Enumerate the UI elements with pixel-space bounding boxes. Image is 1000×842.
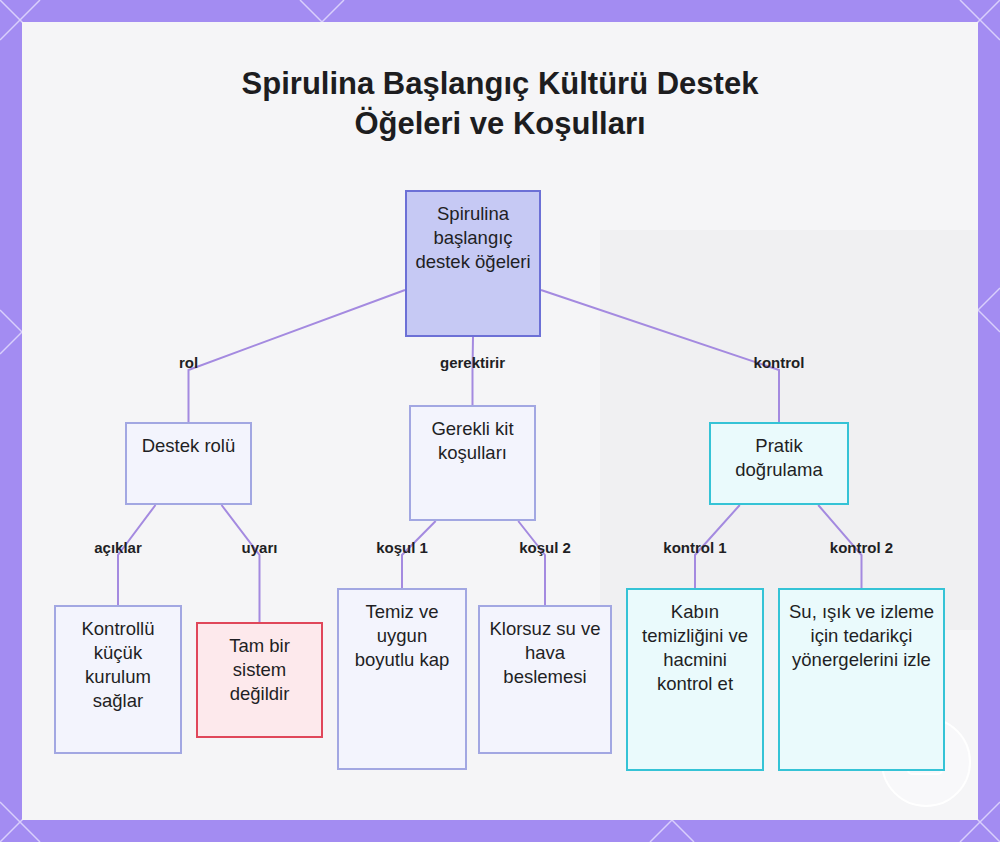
edge-label: kontrol 1 bbox=[661, 539, 728, 557]
edge-label: kontrol bbox=[752, 354, 807, 372]
node-text: Kabın temizliğini ve hacmini kontrol et bbox=[634, 600, 756, 696]
node-text: Destek rolü bbox=[142, 434, 236, 458]
connector-line bbox=[518, 521, 545, 605]
node-text: Kontrollü küçük kurulum sağlar bbox=[62, 617, 174, 713]
check-box: Kabın temizliğini ve hacmini kontrol et bbox=[626, 588, 764, 771]
background-shape bbox=[600, 230, 978, 630]
edge-label: koşul 1 bbox=[374, 539, 430, 557]
category-box: Gerekli kit koşulları bbox=[409, 405, 536, 521]
edge-label: gerektirir bbox=[438, 354, 507, 372]
node-text: Klorsuz su ve hava beslemesi bbox=[486, 617, 604, 689]
node-text: Gerekli kit koşulları bbox=[417, 417, 528, 465]
node-text: Temiz ve uygun boyutlu kap bbox=[345, 600, 459, 672]
warning-box: Tam bir sistem değildir bbox=[196, 622, 323, 738]
diagram-title: Spirulina Başlangıç Kültürü Destek Öğele… bbox=[190, 64, 810, 144]
check-box: Su, ışık ve izleme için tedarikçi yönerg… bbox=[778, 588, 945, 771]
category-box: Pratik doğrulama bbox=[709, 422, 849, 505]
category-box: Destek rolü bbox=[125, 422, 252, 505]
root-box: Spirulina başlangıç destek öğeleri bbox=[405, 190, 541, 337]
connector-line bbox=[541, 290, 779, 422]
node-text: Su, ışık ve izleme için tedarikçi yönerg… bbox=[786, 600, 937, 672]
edge-label: açıklar bbox=[92, 539, 144, 557]
leaf-box: Kontrollü küçük kurulum sağlar bbox=[54, 605, 182, 754]
card bbox=[22, 22, 978, 820]
connector-line bbox=[189, 290, 406, 422]
edge-label: kontrol 2 bbox=[828, 539, 895, 557]
edge-label: rol bbox=[177, 354, 200, 372]
node-text: Spirulina başlangıç destek öğeleri bbox=[413, 202, 533, 274]
node-text: Tam bir sistem değildir bbox=[204, 634, 315, 706]
edge-label: uyarı bbox=[240, 539, 280, 557]
leaf-box: Temiz ve uygun boyutlu kap bbox=[337, 588, 467, 770]
node-text: Pratik doğrulama bbox=[717, 434, 841, 482]
leaf-box: Klorsuz su ve hava beslemesi bbox=[478, 605, 612, 754]
edge-label: koşul 2 bbox=[517, 539, 573, 557]
connector-line bbox=[222, 505, 260, 622]
